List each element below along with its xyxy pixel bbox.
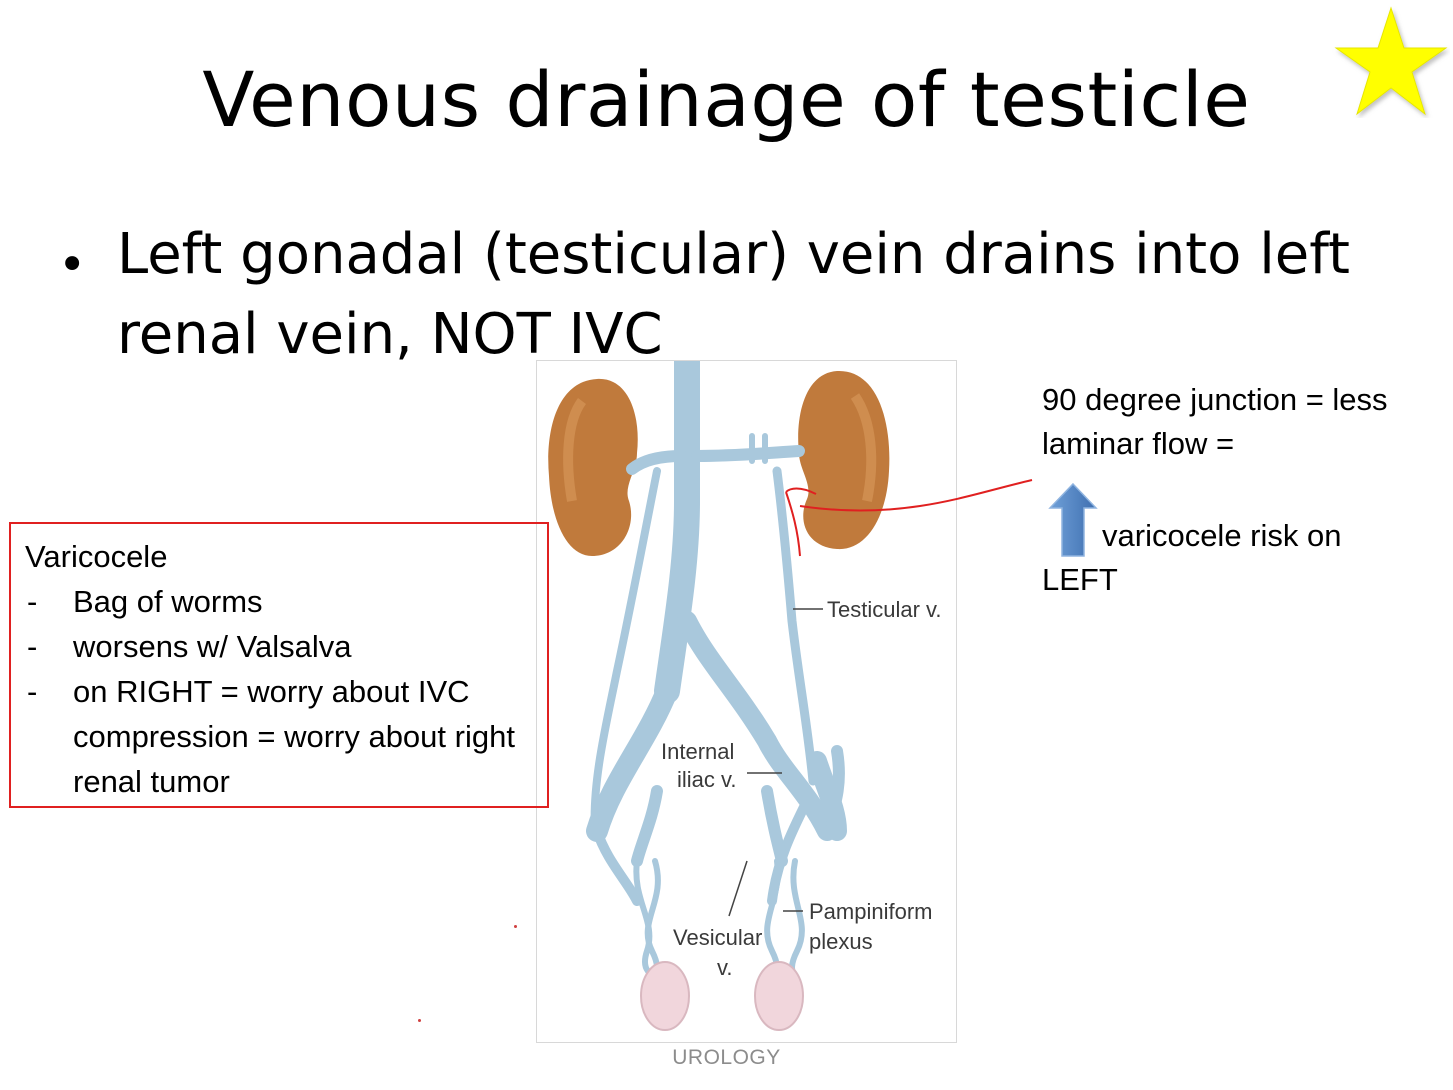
- note-list-item: -worsens w/ Valsalva: [25, 624, 535, 669]
- stray-mark: [418, 1019, 421, 1022]
- varicocele-note-box: Varicocele -Bag of worms -worsens w/ Val…: [9, 522, 549, 808]
- kidney-left-graphic: [548, 379, 637, 556]
- label-internal-line2: iliac v.: [677, 767, 737, 792]
- bullet-text: Left gonadal (testicular) vein drains in…: [117, 215, 1357, 375]
- label-vesicular-line2: v.: [717, 955, 732, 980]
- note-list-item: -on RIGHT = worry about IVC compression …: [25, 669, 535, 804]
- junction-note-line1: 90 degree junction = less laminar flow =: [1042, 378, 1442, 466]
- label-internal-line1: Internal: [661, 739, 734, 764]
- up-arrow-icon: [1048, 482, 1098, 558]
- junction-note-line3: LEFT: [1042, 558, 1118, 602]
- label-pampiniform-line1: Pampiniform: [809, 899, 932, 924]
- junction-note-line2: varicocele risk on: [1102, 514, 1442, 558]
- label-vesicular-line1: Vesicular: [673, 925, 762, 950]
- testis-left-graphic: [641, 962, 689, 1030]
- testis-right-graphic: [755, 962, 803, 1030]
- bullet-dot-icon: •: [58, 235, 86, 295]
- venous-anatomy-figure: Testicular v. Internal iliac v. Vesicula…: [536, 360, 957, 1043]
- label-testicular-vein: Testicular v.: [827, 597, 942, 622]
- note-list: -Bag of worms -worsens w/ Valsalva -on R…: [25, 579, 535, 804]
- footer-label: UROLOGY: [0, 1046, 1453, 1070]
- label-pampiniform-line2: plexus: [809, 929, 873, 954]
- junction-note: 90 degree junction = less laminar flow =: [1042, 378, 1442, 466]
- note-title: Varicocele: [25, 534, 535, 579]
- slide-title: Venous drainage of testicle: [0, 52, 1453, 148]
- star-icon: [1332, 6, 1450, 118]
- stray-mark: [514, 925, 517, 928]
- note-list-item: -Bag of worms: [25, 579, 535, 624]
- annotation-ink-lines: [770, 470, 1040, 560]
